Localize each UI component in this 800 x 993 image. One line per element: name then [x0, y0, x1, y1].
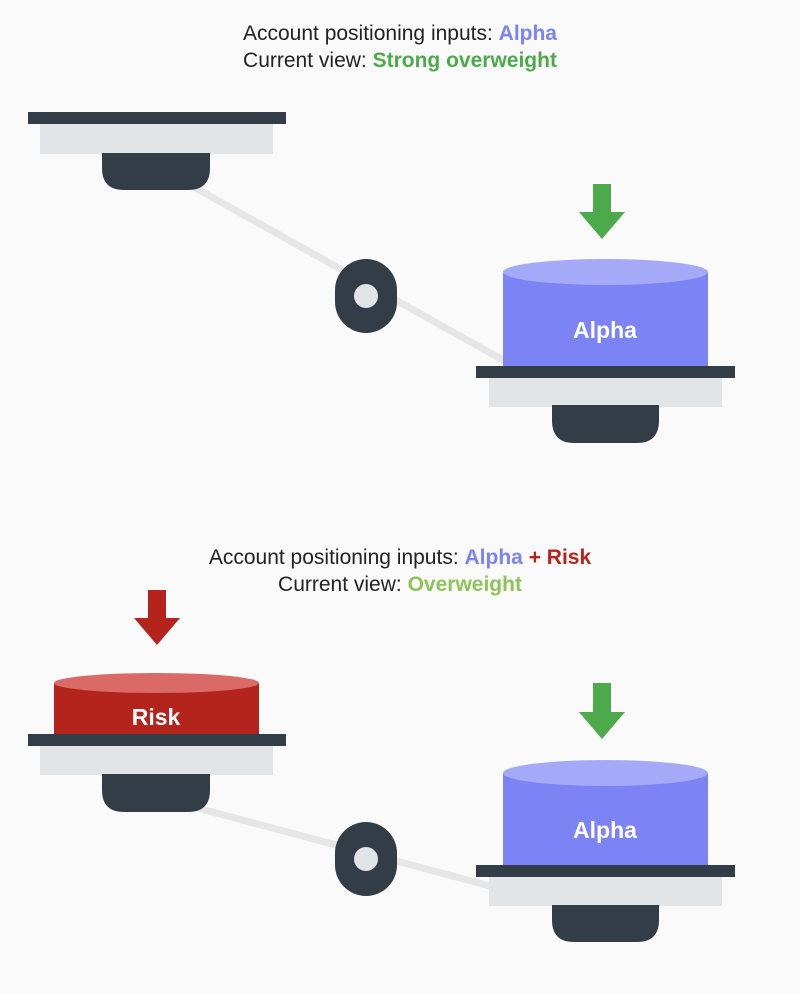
panel-1-right-pan-plate	[476, 366, 735, 378]
panel-1-view-label: Current view:	[243, 49, 367, 72]
panel-2-view-label: Current view:	[278, 573, 402, 596]
arrow-down-icon	[579, 184, 625, 239]
panel-1-fulcrum-pin	[354, 284, 378, 308]
panel-2-left-pan-base	[40, 745, 273, 775]
panel-1-right-pan-base	[489, 377, 722, 407]
arrow-down-icon	[134, 590, 180, 645]
arrow-down-icon	[579, 683, 625, 739]
panel-1-caption: Account positioning inputs: Alpha Curren…	[0, 20, 800, 74]
panel-2-scale: Risk Alpha	[28, 590, 735, 942]
pivot-icon	[335, 822, 397, 896]
panel-1-left-pan-foot	[102, 153, 210, 190]
panel-2-alpha-weight-label: Alpha	[573, 817, 637, 843]
panel-1-input-alpha: Alpha	[498, 22, 557, 45]
panel-2-alpha-weight: Alpha	[503, 760, 708, 868]
panel-1-view-value: Strong overweight	[372, 49, 557, 72]
panel-2-caption: Account positioning inputs: Alpha + Risk…	[0, 544, 800, 598]
panel-2-left-pan-plate	[28, 734, 286, 746]
panel-1-right-pan: Alpha	[476, 259, 735, 443]
panel-1-left-pan-plate	[28, 112, 286, 124]
panel-1-alpha-weight-label: Alpha	[573, 317, 637, 343]
panel-2-right-pan: Alpha	[476, 760, 735, 942]
panel-2-fulcrum-pin	[354, 847, 378, 871]
panel-1-inputs-label: Account positioning inputs:	[242, 22, 493, 45]
pivot-icon	[335, 259, 397, 333]
panel-2-view-line: Current view: Overweight	[0, 571, 800, 598]
panel-2-view-value: Overweight	[407, 573, 522, 596]
panel-2-right-pan-base	[489, 876, 722, 906]
panel-1-alpha-weight-body	[503, 272, 708, 369]
panel-1-scale: Alpha	[28, 112, 735, 443]
panel-2-input-alpha: Alpha	[464, 546, 523, 569]
panel-2-inputs-label: Account positioning inputs:	[208, 546, 459, 569]
panel-1-right-pan-foot	[552, 405, 659, 443]
panel-2-risk-weight-top	[54, 673, 259, 693]
panel-1-left-pan-base	[40, 122, 273, 154]
panel-2-right-pan-plate	[476, 865, 735, 877]
panel-1-view-line: Current view: Strong overweight	[0, 47, 800, 74]
panel-2-left-pan: Risk	[28, 673, 286, 812]
panel-1-alpha-weight: Alpha	[503, 259, 708, 369]
panel-2-risk-weight-label: Risk	[132, 704, 181, 730]
panel-2-left-pan-foot	[102, 774, 210, 812]
panel-2-right-pan-foot	[552, 905, 659, 942]
panel-2-risk-weight: Risk	[54, 673, 259, 736]
panel-1-alpha-weight-top	[503, 259, 708, 285]
panel-1-inputs-line: Account positioning inputs: Alpha	[0, 20, 800, 47]
panel-2-inputs-line: Account positioning inputs: Alpha + Risk	[0, 544, 800, 571]
panel-2-input-risk: Risk	[546, 546, 592, 569]
panel-1-left-pan	[28, 112, 286, 190]
panel-2-alpha-weight-body	[503, 773, 708, 868]
panel-2-alpha-weight-top	[503, 760, 708, 786]
panel-2-input-plus: +	[528, 546, 541, 569]
